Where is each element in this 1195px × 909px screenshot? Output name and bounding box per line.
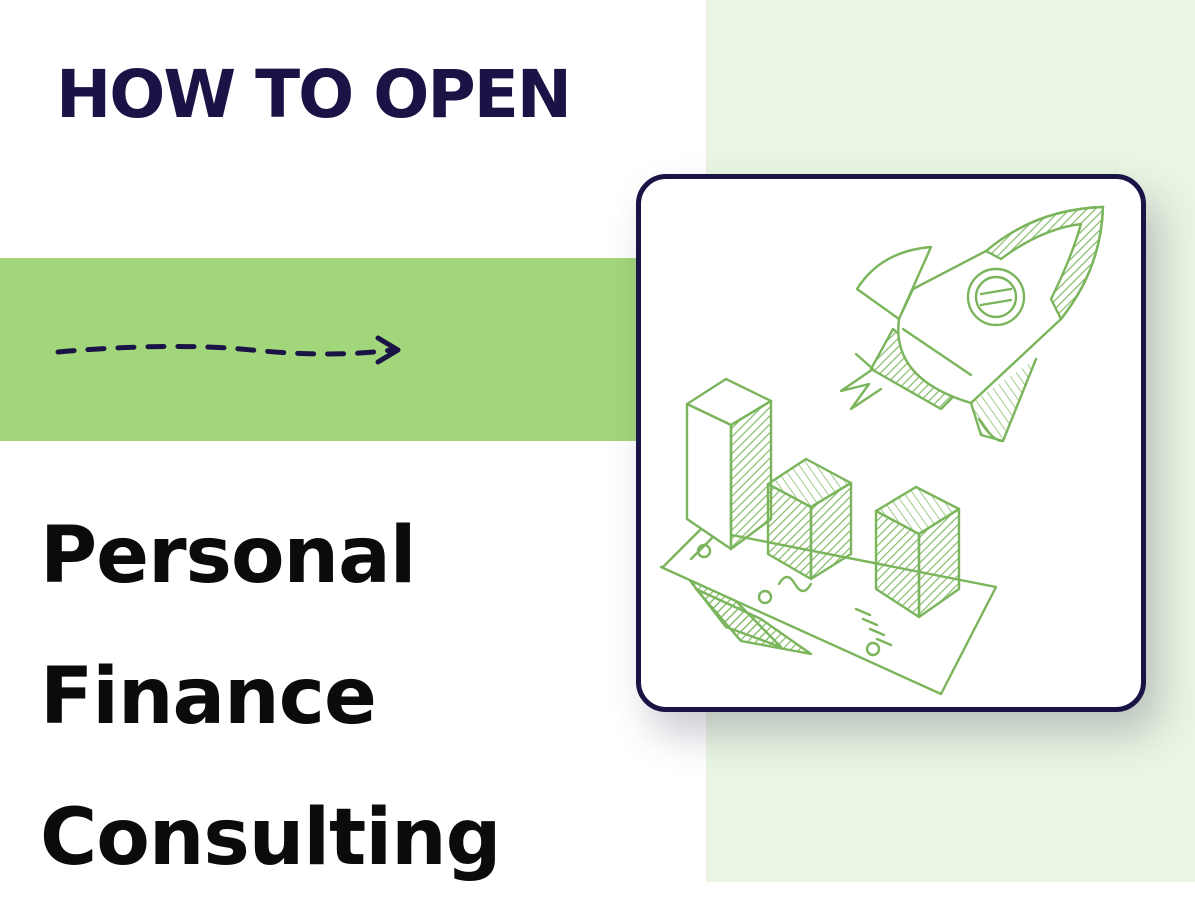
title-line-3: Consulting [40, 793, 501, 883]
title-line-1: Personal [40, 511, 416, 601]
illustration-svg [659, 205, 1105, 696]
kicker-heading: HOW TO OPEN [56, 56, 572, 133]
illustration-card [636, 174, 1146, 712]
rocket-icon [839, 205, 1105, 443]
title-line-2: Finance [40, 652, 377, 742]
banknote-icon [659, 527, 998, 696]
bar-chart-icon [685, 377, 961, 619]
page-title: Personal Finance Consulting [40, 486, 501, 909]
dashed-arrow-icon [55, 335, 401, 365]
